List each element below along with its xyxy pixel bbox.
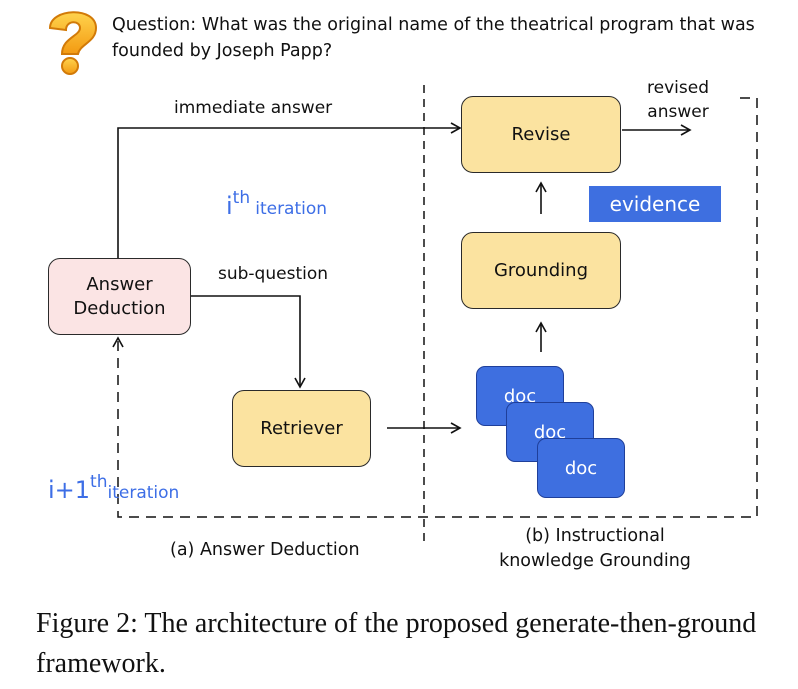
immediate-answer-label: immediate answer [174,98,333,118]
section-caption-b: (b) Instructional knowledge Grounding [499,526,691,571]
ith-iteration-label: ith iteration [226,188,328,220]
retriever-box: Retriever [232,390,371,467]
next-prefix: i+1 [48,476,91,504]
grounding-label: Grounding [493,259,589,281]
feedback-loop [112,97,758,518]
answer-deduction-box: Answer Deduction [48,258,191,335]
figure-caption: Figure 2: The architecture of the propos… [36,608,757,679]
immediate-answer-arrow [117,122,462,258]
revise-box: Revise [461,96,621,173]
next-iteration-label: i+1thiteration [48,472,180,504]
sub-question-arrow [190,295,306,389]
section-caption-a: (a) Answer Deduction [170,540,360,560]
question-text: Question: What was the original name of … [112,15,755,61]
question-mark-icon [48,11,98,75]
ith-prefix: i [226,192,233,220]
next-word: iteration [107,483,180,503]
doc-card-3: doc [537,438,625,498]
ith-word: iteration [255,199,328,219]
sub-question-label: sub-question [218,264,329,284]
evidence-tag: evidence [589,186,721,222]
grounding-box: Grounding [461,232,621,309]
revise-label: Revise [511,123,571,145]
answer-deduction-label: Answer Deduction [73,273,166,319]
retriever-label: Retriever [260,417,343,439]
revised-answer-label: revised answer [647,78,709,122]
ith-sup: th [232,188,251,208]
next-sup: th [90,472,108,492]
